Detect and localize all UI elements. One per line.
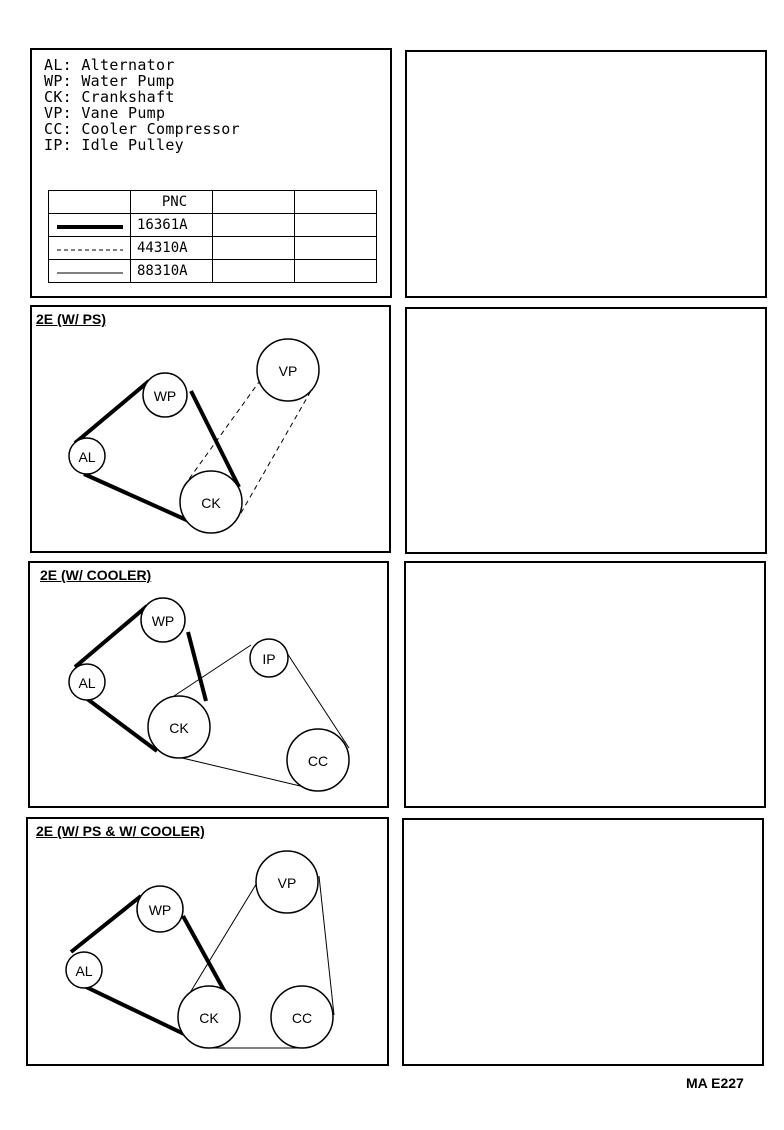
legend-item-ck: CK: Crankshaft — [44, 88, 175, 106]
thin-line-sample — [57, 272, 123, 274]
belt-segment — [184, 867, 267, 1002]
belt-segment — [69, 894, 143, 954]
diagram-panel-ps-cooler: 2E (W/ PS & W/ COOLER) WP AL VP CK CC — [26, 817, 389, 1066]
belt-diagram: WP AL IP CK CC — [68, 597, 350, 792]
diagram-panel-ps: 2E (W/ PS) WP AL VP CK — [30, 305, 391, 553]
pulley-label-wp: WP — [152, 613, 175, 629]
belt-segment — [186, 631, 208, 702]
belt-segment — [189, 390, 241, 488]
blank-panel — [405, 307, 767, 554]
pulley-label-cc: CC — [292, 1010, 312, 1026]
pnc-row: 44310A — [48, 236, 377, 260]
pulley-vp — [255, 850, 319, 914]
pulley-label-ck: CK — [199, 1010, 219, 1026]
legend-panel: AL: Alternator WP: Water Pump CK: Cranks… — [30, 48, 392, 298]
pulley-al — [68, 437, 106, 475]
pulley-vp — [256, 338, 320, 402]
belt-segment — [240, 388, 313, 514]
pulley-ck — [147, 695, 211, 759]
pnc-header: PNC — [130, 190, 213, 214]
pnc-header-row: PNC — [48, 190, 377, 214]
thick-line-sample — [57, 225, 123, 229]
pulley-wp — [140, 597, 186, 643]
pulley-ip — [249, 638, 289, 678]
pulley-wp — [142, 372, 188, 418]
pulley-label-ck: CK — [169, 720, 189, 736]
pulley-ck — [179, 470, 243, 534]
belt-segment — [73, 604, 149, 669]
pulley-label-al: AL — [75, 963, 92, 979]
pulley-label-wp: WP — [154, 388, 177, 404]
belt-segment — [167, 644, 252, 701]
pulley-label-wp: WP — [149, 902, 172, 918]
belt-diagram: WP AL VP CK — [68, 338, 320, 534]
pulley-label-ip: IP — [262, 651, 275, 667]
pulley-al — [68, 663, 106, 701]
diagram-title: 2E (W/ PS & W/ COOLER) — [36, 823, 205, 839]
pnc-table: PNC 16361A 44310A 88310A — [48, 190, 377, 283]
diagram-title: 2E (W/ COOLER) — [40, 567, 152, 583]
pulley-ck — [177, 985, 241, 1049]
legend-item-wp: WP: Water Pump — [44, 72, 175, 90]
pnc-row: 88310A — [48, 259, 377, 283]
pulley-cc — [286, 728, 350, 792]
legend-item-cc: CC: Cooler Compressor — [44, 120, 240, 138]
pulley-label-vp: VP — [279, 363, 298, 379]
dashed-line-sample — [57, 249, 123, 251]
belt-segment — [84, 696, 159, 753]
pulley-label-ck: CK — [201, 495, 221, 511]
pulley-label-al: AL — [78, 675, 95, 691]
belt-segment — [286, 652, 350, 749]
pulley-label-vp: VP — [278, 875, 297, 891]
pulley-label-cc: CC — [308, 753, 328, 769]
legend-item-ip: IP: Idle Pulley — [44, 136, 184, 154]
pulley-wp — [136, 885, 184, 933]
belt-segment — [73, 379, 151, 445]
legend-item-vp: VP: Vane Pump — [44, 104, 166, 122]
pulley-al — [65, 951, 103, 989]
pnc-value: 44310A — [130, 236, 213, 260]
pnc-row: 16361A — [48, 213, 377, 237]
pulley-cc — [270, 985, 334, 1049]
blank-panel — [404, 561, 766, 808]
diagram-title: 2E (W/ PS) — [36, 311, 107, 327]
belt-segment — [177, 756, 318, 791]
belt-diagram: WP AL VP CK CC — [65, 850, 335, 1049]
pnc-value: 88310A — [130, 259, 213, 283]
blank-panel — [405, 50, 767, 298]
figure-code: MA E227 — [686, 1075, 744, 1091]
diagram-panel-cooler: 2E (W/ COOLER) WP AL IP CK CC — [28, 561, 389, 808]
belt-segment — [183, 381, 260, 487]
pulley-label-al: AL — [78, 449, 95, 465]
belt-segment — [318, 875, 335, 1016]
blank-panel — [402, 818, 764, 1066]
pnc-value: 16361A — [130, 213, 213, 237]
legend-item-al: AL: Alternator — [44, 56, 175, 74]
